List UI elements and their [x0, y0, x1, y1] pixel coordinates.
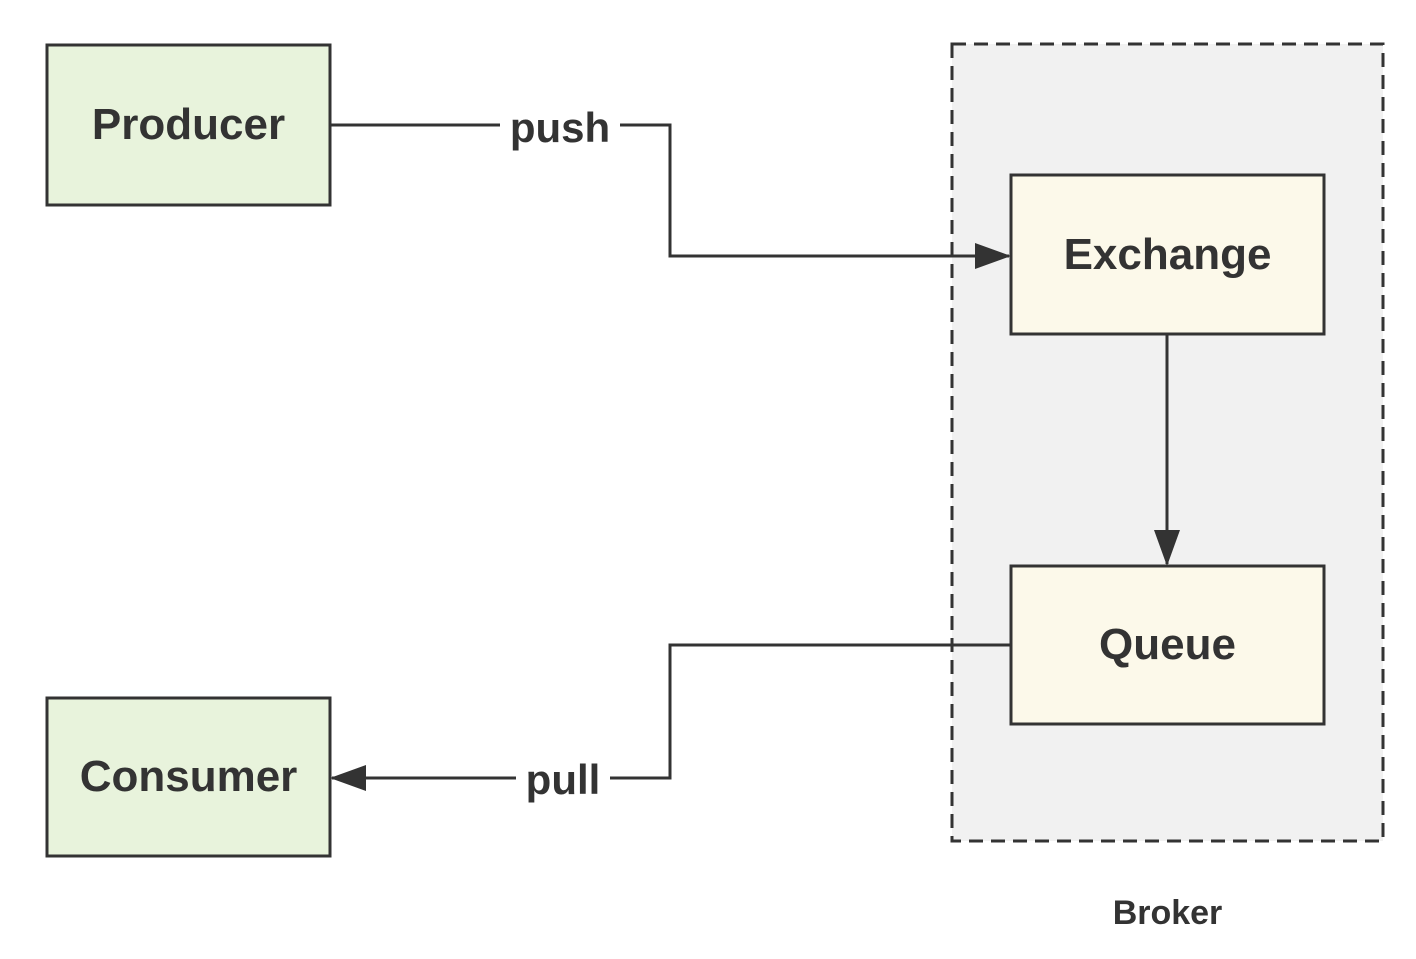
broker-label: Broker — [1112, 893, 1223, 932]
producer-node[interactable] — [45, 43, 332, 207]
pull-edge-label: pull — [516, 752, 610, 808]
producer-label: Producer — [91, 100, 286, 149]
push-edge — [330, 123, 1011, 269]
consumer-node[interactable] — [45, 696, 332, 858]
pull-edge — [330, 643, 1011, 791]
exchange-node[interactable] — [1009, 173, 1326, 336]
exchange-label: Exchange — [1063, 229, 1272, 279]
queue-node[interactable] — [1009, 564, 1326, 726]
queue-label: Queue — [1099, 620, 1236, 669]
push-edge-label: push — [500, 100, 620, 156]
consumer-label: Consumer — [79, 752, 298, 801]
